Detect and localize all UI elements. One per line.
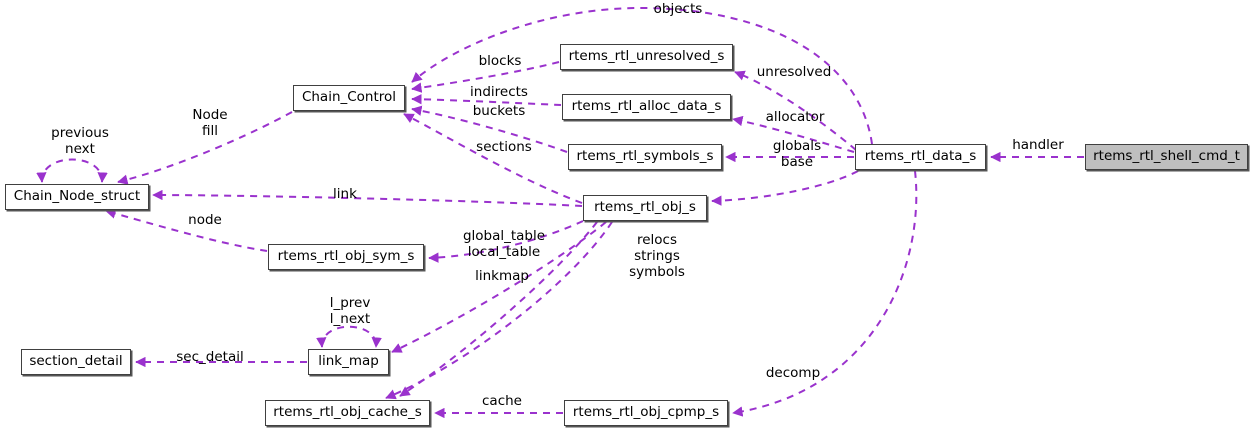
node-label: section_detail (29, 353, 123, 370)
node-rtems-rtl-obj-cpmp-s[interactable]: rtems_rtl_obj_cpmp_s (564, 400, 728, 426)
edge-base (711, 170, 859, 206)
node-label: rtems_rtl_data_s (864, 148, 977, 165)
node-rtems-rtl-unresolved-s[interactable]: rtems_rtl_unresolved_s (560, 44, 733, 70)
node-label: link_map (318, 353, 379, 370)
edge-blocks (411, 61, 560, 93)
node-rtems-rtl-data-s[interactable]: rtems_rtl_data_s (855, 144, 986, 170)
edge-previous-next (36, 158, 108, 183)
edge-node (105, 208, 268, 252)
node-label: rtems_rtl_shell_cmd_t (1093, 148, 1240, 165)
edge-l-prev-next (316, 325, 382, 348)
node-chain-node-struct[interactable]: Chain_Node_struct (5, 184, 149, 210)
node-label: rtems_rtl_obj_cpmp_s (572, 404, 720, 421)
node-label: rtems_rtl_obj_cache_s (273, 404, 422, 421)
edge-strings (391, 221, 607, 353)
node-label: rtems_rtl_symbols_s (576, 148, 714, 165)
node-label: Chain_Node_struct (13, 188, 141, 205)
node-label: rtems_rtl_obj_s (594, 199, 696, 216)
node-label: rtems_rtl_alloc_data_s (571, 98, 722, 115)
node-rtems-rtl-alloc-data-s[interactable]: rtems_rtl_alloc_data_s (562, 94, 731, 120)
node-rtems-rtl-symbols-s[interactable]: rtems_rtl_symbols_s (568, 144, 722, 170)
edge-node-fill (117, 111, 293, 185)
edge-allocator (732, 115, 855, 153)
node-label: Chain_Control (301, 89, 397, 106)
edge-buckets (411, 105, 568, 153)
node-rtems-rtl-obj-sym-s[interactable]: rtems_rtl_obj_sym_s (268, 244, 424, 270)
node-label: rtems_rtl_unresolved_s (568, 48, 725, 65)
edge-objects (411, 6, 873, 145)
edge-symbols (385, 221, 613, 400)
edge-decomp (732, 170, 918, 417)
edge-relocs (399, 221, 598, 397)
edge-global-table (428, 220, 584, 263)
node-rtems-rtl-obj-s[interactable]: rtems_rtl_obj_s (583, 195, 707, 221)
node-link-map[interactable]: link_map (308, 349, 389, 375)
node-rtems-rtl-obj-cache-s[interactable]: rtems_rtl_obj_cache_s (265, 400, 430, 426)
edge-sections (403, 113, 583, 204)
node-chain-control[interactable]: Chain_Control (293, 85, 405, 111)
edge-unresolved (734, 70, 857, 151)
node-section-detail[interactable]: section_detail (21, 349, 131, 375)
node-label: rtems_rtl_obj_sym_s (277, 248, 415, 265)
node-rtems-rtl-shell-cmd-t[interactable]: rtems_rtl_shell_cmd_t (1085, 144, 1248, 170)
edge-link (152, 189, 583, 207)
edge-indirects (411, 94, 562, 106)
